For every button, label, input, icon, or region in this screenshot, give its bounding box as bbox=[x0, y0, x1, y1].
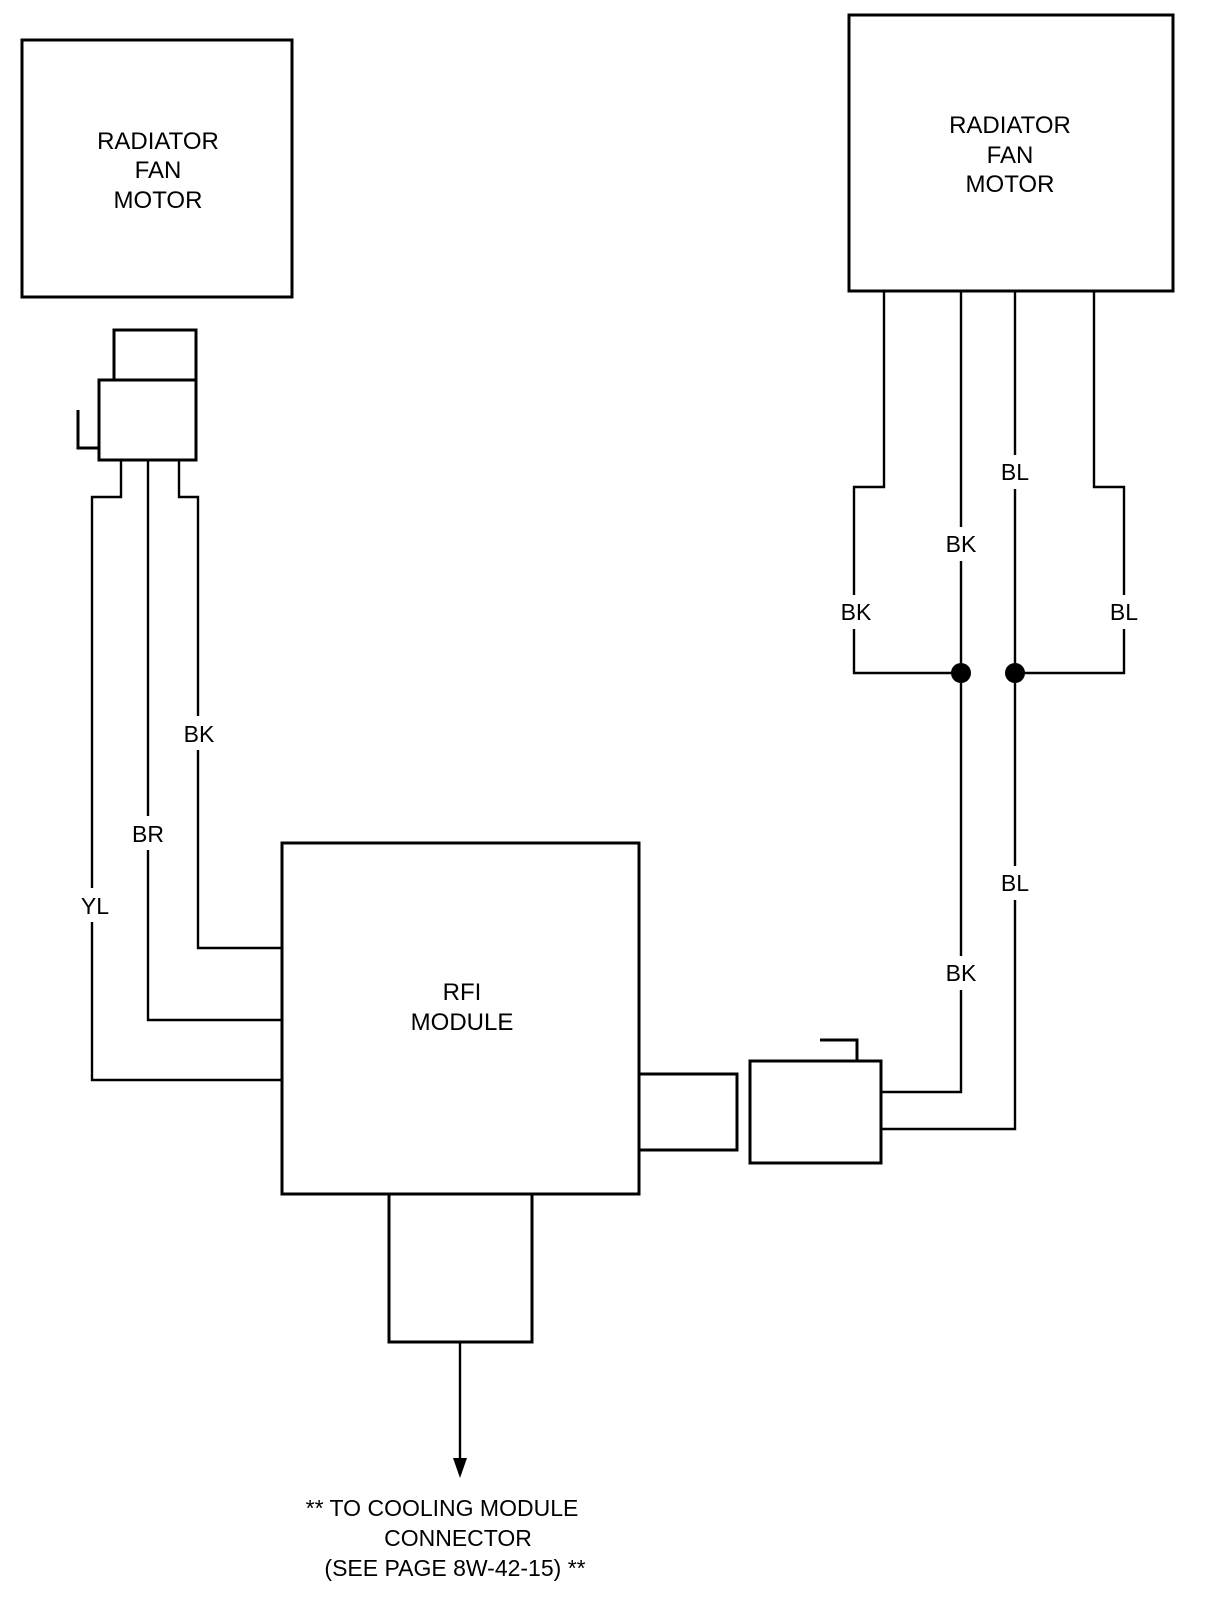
wire-yl bbox=[90, 460, 282, 1082]
wire-label-bk-lower: BK bbox=[946, 960, 977, 986]
wire-bl-outer bbox=[1015, 291, 1126, 675]
right-motor-connector bbox=[748, 1038, 883, 1165]
left-motor-connector bbox=[76, 328, 198, 462]
wire-label-bl-lower: BL bbox=[1001, 870, 1029, 896]
rfi-bottom-connector bbox=[387, 1192, 534, 1344]
left-motor-title-line-1: RADIATOR bbox=[97, 128, 219, 155]
left-wires bbox=[90, 460, 282, 1082]
left-connector-latch bbox=[76, 410, 99, 450]
wire-label-bl-top: BL bbox=[1001, 459, 1029, 485]
wire-label-bk-left: BK bbox=[184, 721, 215, 747]
wire-bk-outer bbox=[852, 291, 961, 675]
wire-label-bl-outer: BL bbox=[1110, 599, 1138, 625]
footnote-line-1: ** TO COOLING MODULE bbox=[306, 1495, 579, 1521]
wire-br bbox=[146, 460, 282, 1022]
wire-label-bk-outer: BK bbox=[841, 599, 872, 625]
rfi-module-title-line-2: MODULE bbox=[411, 1009, 514, 1036]
wire-bk-left bbox=[177, 460, 282, 950]
left-radiator-fan-motor: RADIATOR FAN MOTOR bbox=[20, 38, 294, 299]
wire-bl-center bbox=[881, 291, 1017, 1131]
rfi-side-connector bbox=[637, 1072, 739, 1152]
footnote-line-3: (SEE PAGE 8W-42-15) ** bbox=[324, 1555, 585, 1581]
splice-dot-bk bbox=[951, 663, 971, 683]
cooling-module-footnote: ** TO COOLING MODULE CONNECTOR (SEE PAGE… bbox=[306, 1495, 586, 1581]
rfi-module-title-line-1: RFI bbox=[443, 979, 482, 1006]
right-motor-title-line-1: RADIATOR bbox=[949, 112, 1071, 139]
rfi-module: RFI MODULE bbox=[280, 841, 641, 1196]
right-wires bbox=[852, 291, 1126, 1131]
wire-label-bk-mid: BK bbox=[946, 531, 977, 557]
left-motor-title-line-3: MOTOR bbox=[114, 187, 203, 214]
wire-label-yl: YL bbox=[81, 893, 109, 919]
right-motor-title-line-2: FAN bbox=[987, 142, 1034, 169]
left-motor-title-line-2: FAN bbox=[135, 157, 182, 184]
right-connector-latch bbox=[820, 1038, 859, 1061]
cooling-module-arrow bbox=[453, 1342, 467, 1478]
splice-dot-bl bbox=[1005, 663, 1025, 683]
wire-label-br: BR bbox=[132, 821, 164, 847]
footnote-line-2: CONNECTOR bbox=[384, 1525, 532, 1551]
right-radiator-fan-motor: RADIATOR FAN MOTOR bbox=[847, 13, 1175, 293]
right-motor-title-line-3: MOTOR bbox=[966, 171, 1055, 198]
